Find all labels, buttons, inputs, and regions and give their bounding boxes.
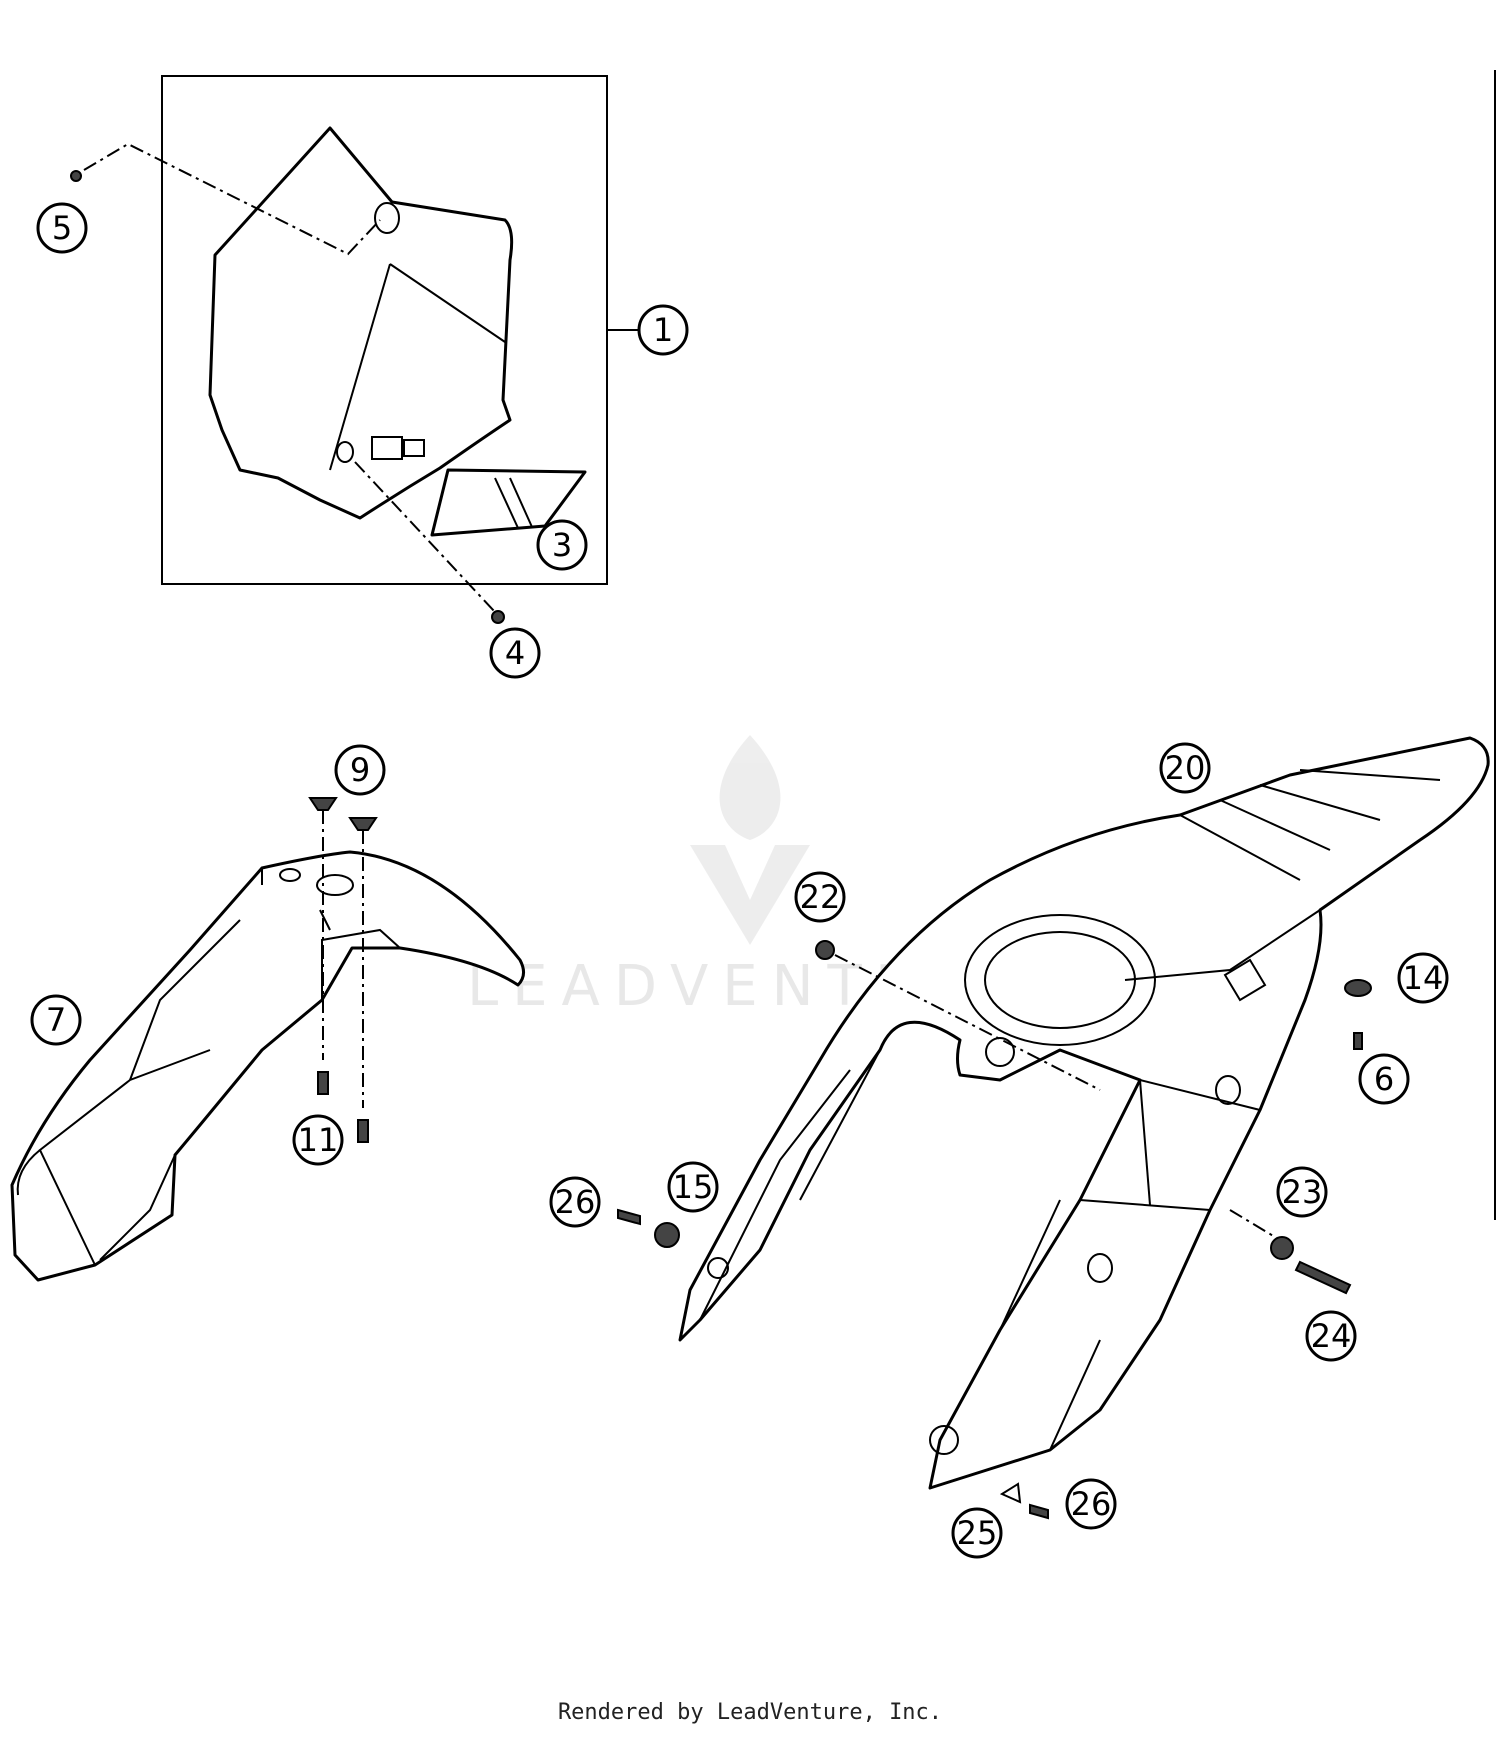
- front-fender: [10, 850, 525, 1282]
- callout-23: 23: [1276, 1166, 1328, 1218]
- nut-22: [815, 940, 1101, 1091]
- screw-4: [354, 461, 505, 624]
- callout-15: 15: [667, 1161, 719, 1213]
- callout-26-bottom: 26: [1065, 1478, 1117, 1530]
- svg-text:11: 11: [298, 1121, 339, 1159]
- nut-14-screw-6: [1344, 979, 1372, 1050]
- callout-25: 25: [951, 1507, 1003, 1559]
- callout-20: 20: [1159, 742, 1211, 794]
- callout-6: 6: [1358, 1053, 1410, 1105]
- screw-26-nut-15: [617, 1208, 680, 1248]
- callout-3: 3: [536, 519, 588, 571]
- callout-22: 22: [794, 871, 846, 923]
- svg-text:7: 7: [46, 1001, 66, 1039]
- callout-9: 9: [334, 744, 386, 796]
- callout-26-left: 26: [549, 1176, 601, 1228]
- washer-25-screw-26: [999, 1482, 1049, 1520]
- svg-text:20: 20: [1165, 749, 1206, 787]
- callout-11: 11: [292, 1114, 344, 1166]
- svg-text:23: 23: [1282, 1173, 1323, 1211]
- svg-text:25: 25: [957, 1514, 998, 1552]
- svg-text:14: 14: [1403, 959, 1444, 997]
- svg-text:22: 22: [800, 878, 841, 916]
- callout-4: 4: [489, 627, 541, 679]
- svg-text:15: 15: [673, 1168, 714, 1206]
- callout-1: 1: [637, 304, 689, 356]
- svg-text:26: 26: [555, 1183, 596, 1221]
- svg-text:9: 9: [350, 751, 370, 789]
- watermark-flame-icon: [719, 735, 781, 840]
- callout-7: 7: [30, 994, 82, 1046]
- svg-text:6: 6: [1374, 1060, 1394, 1098]
- svg-text:5: 5: [52, 209, 72, 247]
- svg-text:1: 1: [653, 311, 673, 349]
- decal: [430, 468, 587, 537]
- footer-credit: Rendered by LeadVenture, Inc.: [557, 1700, 943, 1725]
- callout-24: 24: [1305, 1310, 1357, 1362]
- screw-5: [70, 142, 381, 256]
- washers-9: [308, 797, 378, 1108]
- number-plate: [208, 126, 514, 520]
- svg-text:4: 4: [505, 634, 525, 672]
- nut-23-bolt-24: [1229, 1209, 1352, 1295]
- svg-text:26: 26: [1071, 1485, 1112, 1523]
- svg-text:3: 3: [552, 526, 572, 564]
- watermark-v-icon: [690, 845, 810, 945]
- screws-11: [317, 1071, 369, 1143]
- rear-fender: [678, 736, 1490, 1490]
- callout-14: 14: [1397, 952, 1449, 1004]
- callout-5: 5: [36, 202, 88, 254]
- svg-text:24: 24: [1311, 1317, 1352, 1355]
